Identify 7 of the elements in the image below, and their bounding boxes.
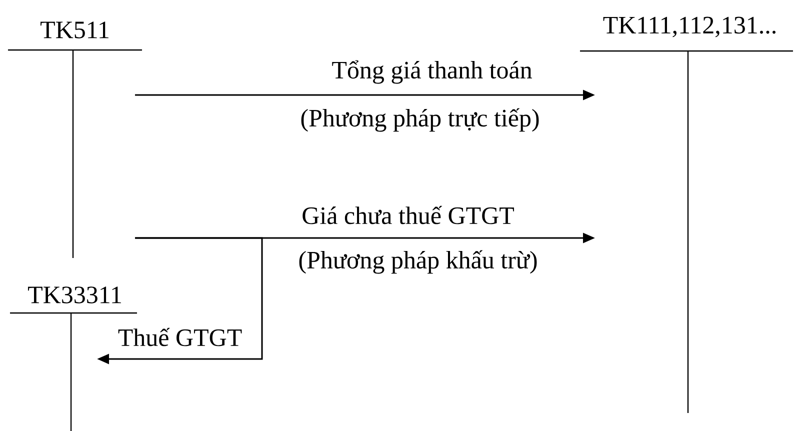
edge-label: Tổng giá thanh toán [332,60,532,84]
edge-label: Giá chưa thuế GTGT [302,206,514,224]
method-note: (Phương pháp khấu trừ) [299,250,537,274]
t-account: TK511 [8,22,142,258]
method-note: (Phương pháp trực tiếp) [301,108,539,132]
edge-label: Thuế GTGT [118,328,242,346]
t-account: TK111,112,131... [580,16,793,413]
